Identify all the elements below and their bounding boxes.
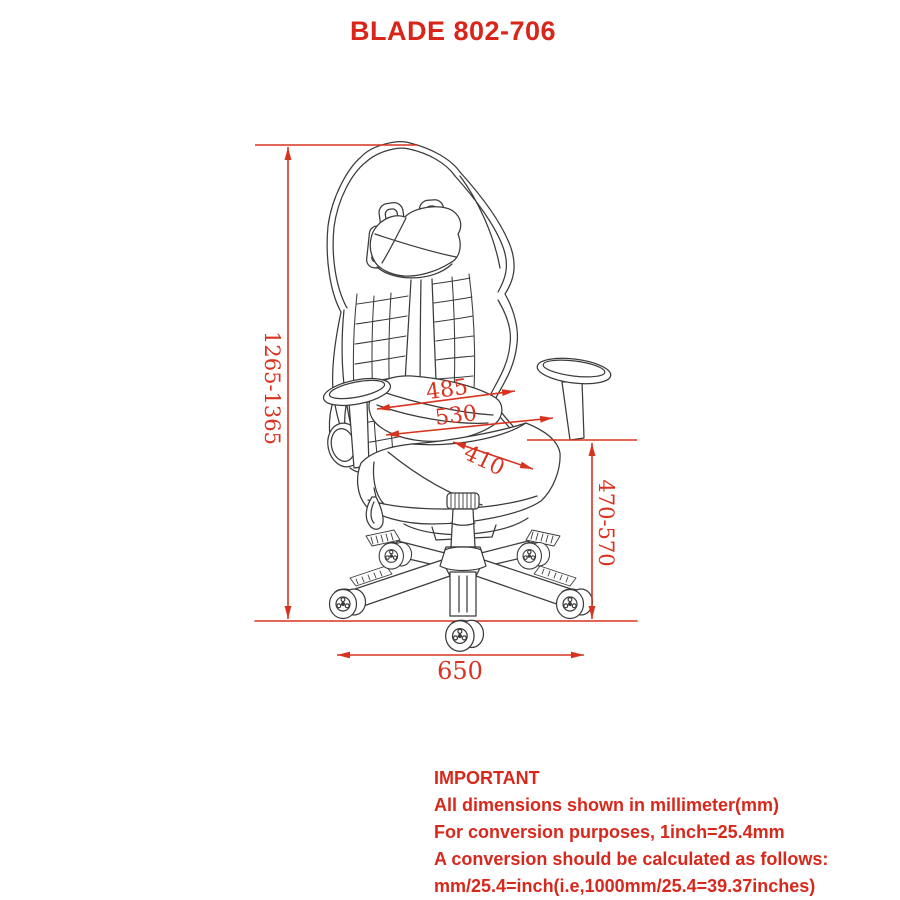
label-seat-height-range: 470-570 bbox=[594, 479, 618, 567]
notes-line-1: All dimensions shown in millimeter(mm) bbox=[434, 795, 780, 815]
notes-line-3: A conversion should be calculated as fol… bbox=[434, 849, 829, 869]
important-notes: IMPORTANT All dimensions shown in millim… bbox=[434, 765, 828, 900]
page-title: BLADE 802-706 bbox=[349, 16, 557, 46]
dim-back-width bbox=[376, 389, 516, 411]
label-height-range: 1265-1365 bbox=[260, 331, 284, 445]
label-base-width: 650 bbox=[437, 657, 483, 685]
notes-line-2: For conversion purposes, 1inch=25.4mm bbox=[434, 822, 785, 842]
headrest-pillow bbox=[369, 206, 462, 279]
recline-lever bbox=[365, 487, 384, 530]
dimension-lines bbox=[255, 144, 637, 659]
armrest-right bbox=[536, 357, 612, 441]
notes-heading: IMPORTANT bbox=[434, 768, 540, 788]
notes-line-4: mm/25.4=inch(i.e,1000mm/25.4=39.37inches… bbox=[434, 876, 816, 896]
armrest-left bbox=[322, 377, 392, 473]
dim-seat-depth bbox=[452, 441, 534, 470]
label-seat-width: 530 bbox=[433, 401, 479, 431]
dim-seat-width bbox=[385, 415, 554, 438]
